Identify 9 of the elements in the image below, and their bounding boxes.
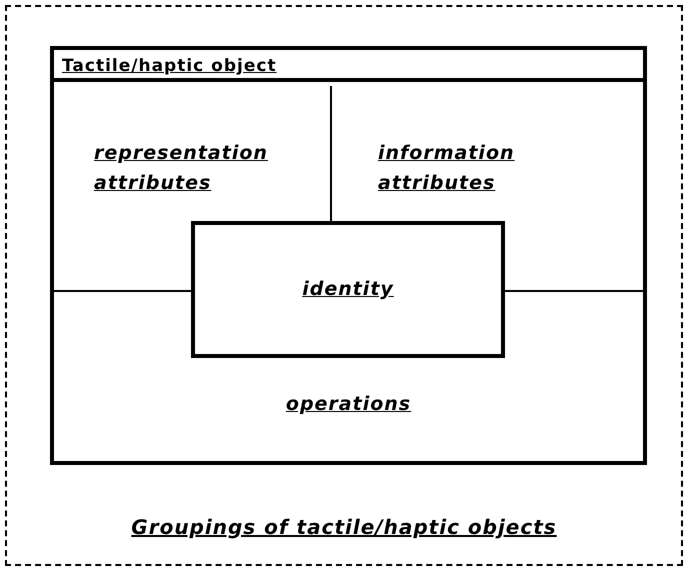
compartment-label: representation attributes xyxy=(94,141,269,196)
compartment-label: information attributes xyxy=(378,141,516,196)
compartment-label: operations xyxy=(284,392,412,417)
identity-label: identity xyxy=(301,277,395,302)
group-caption: Groupings of tactile/haptic objects xyxy=(130,514,558,541)
object-title: Tactile/haptic object xyxy=(54,50,643,82)
group-frame xyxy=(5,5,683,566)
object-box xyxy=(50,46,647,465)
identity-box xyxy=(191,221,505,358)
